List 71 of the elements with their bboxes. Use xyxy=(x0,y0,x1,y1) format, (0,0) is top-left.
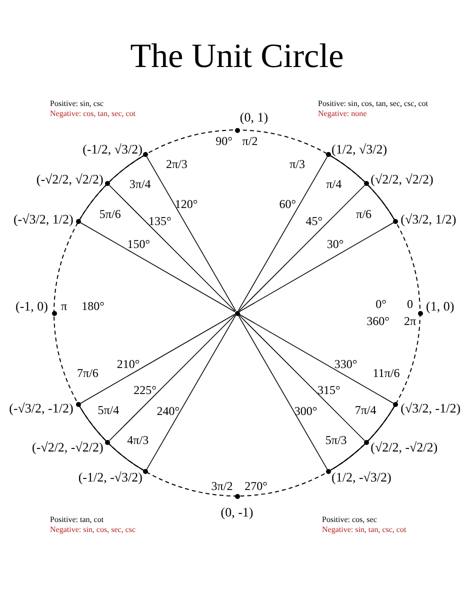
radian-label: 5π/4 xyxy=(98,404,120,416)
coordinate-label: (-1, 0) xyxy=(16,300,48,312)
degree-label: 135° xyxy=(148,215,172,228)
coordinate-label: (-√3/2, 1/2) xyxy=(13,212,74,225)
coordinate-label: (√2/2, √2/2) xyxy=(370,172,434,186)
sign-note: Positive: sin, csc xyxy=(50,100,104,108)
radian-label: π/6 xyxy=(356,208,372,220)
degree-label: 45° xyxy=(306,215,323,228)
sign-note: Positive: sin, cos, tan, sec, csc, cot xyxy=(318,100,428,108)
radius-line xyxy=(238,156,328,312)
degree-label: 150° xyxy=(127,238,150,250)
radian-label: 2π xyxy=(404,315,416,327)
degree-label: 210° xyxy=(116,358,140,370)
coordinate-label: (1, 0) xyxy=(426,300,454,312)
coordinate-label: (-1/2, -√3/2) xyxy=(78,470,142,484)
sign-note: Negative: none xyxy=(318,110,367,118)
radian-label: 4π/3 xyxy=(127,434,149,446)
coordinate-label: (0, 1) xyxy=(240,110,268,124)
radius-line xyxy=(80,222,236,312)
radius-line xyxy=(146,156,236,312)
degree-label: 30° xyxy=(326,238,344,250)
coordinate-label: (√3/2, -1/2) xyxy=(400,401,461,414)
degree-label: 300° xyxy=(294,405,318,418)
title: The Unit Circle xyxy=(130,40,344,74)
radian-label: π/3 xyxy=(290,158,305,170)
radius-line xyxy=(146,314,236,470)
coordinate-label: (1/2, √3/2) xyxy=(332,142,388,156)
degree-label: 225° xyxy=(134,384,156,396)
degree-label: 60° xyxy=(279,198,296,210)
radian-label: 0 xyxy=(407,298,413,310)
coordinate-label: (-1/2, √3/2) xyxy=(82,142,142,156)
coordinate-label: (-√2/2, √2/2) xyxy=(36,172,104,186)
coordinate-label: (1/2, -√3/2) xyxy=(332,470,392,484)
radian-label: 3π/4 xyxy=(129,178,151,190)
radius-line xyxy=(238,314,328,470)
degree-label: 90° xyxy=(216,135,232,147)
coordinate-label: (-√3/2, -1/2) xyxy=(9,401,74,414)
coordinate-label: (-√2/2, -√2/2) xyxy=(32,440,104,454)
radian-label: 7π/6 xyxy=(77,367,98,380)
sign-note: Negative: sin, cos, sec, csc xyxy=(50,526,136,534)
radius-line xyxy=(108,314,236,442)
coordinate-label: (√2/2, -√2/2) xyxy=(370,440,438,454)
radian-label: 7π/4 xyxy=(354,404,376,416)
degree-label: 360° xyxy=(366,315,390,327)
sign-note: Positive: cos, sec xyxy=(322,516,377,524)
sign-note: Negative: sin, tan, csc, cot xyxy=(322,526,406,534)
radian-label: π xyxy=(60,300,68,312)
degree-label: 0° xyxy=(376,298,386,310)
radius-line xyxy=(108,184,236,312)
radian-label: 3π/2 xyxy=(211,480,233,492)
radian-label: 2π/3 xyxy=(166,158,188,170)
degree-label: 315° xyxy=(318,384,340,396)
radian-label: 5π/3 xyxy=(325,434,347,446)
degree-label: 240° xyxy=(156,405,180,418)
sign-note: Positive: tan, cot xyxy=(50,516,104,524)
radius-line xyxy=(238,314,394,404)
sign-note: Negative: cos, tan, sec, cot xyxy=(50,110,136,118)
radian-label: π/2 xyxy=(242,135,258,147)
degree-label: 330° xyxy=(334,358,358,370)
radius-line xyxy=(238,222,394,312)
radius-line xyxy=(80,314,236,404)
radius-line xyxy=(238,314,366,442)
degree-label: 180° xyxy=(82,300,104,312)
radian-label: 5π/6 xyxy=(99,208,121,220)
degree-label: 270° xyxy=(244,480,268,492)
coordinate-label: (√3/2, 1/2) xyxy=(400,212,456,225)
degree-label: 120° xyxy=(174,198,198,210)
radius-line xyxy=(238,184,366,312)
radian-label: π/4 xyxy=(326,178,342,190)
coordinate-label: (0, -1) xyxy=(220,506,254,518)
radian-label: 11π/6 xyxy=(372,367,400,380)
